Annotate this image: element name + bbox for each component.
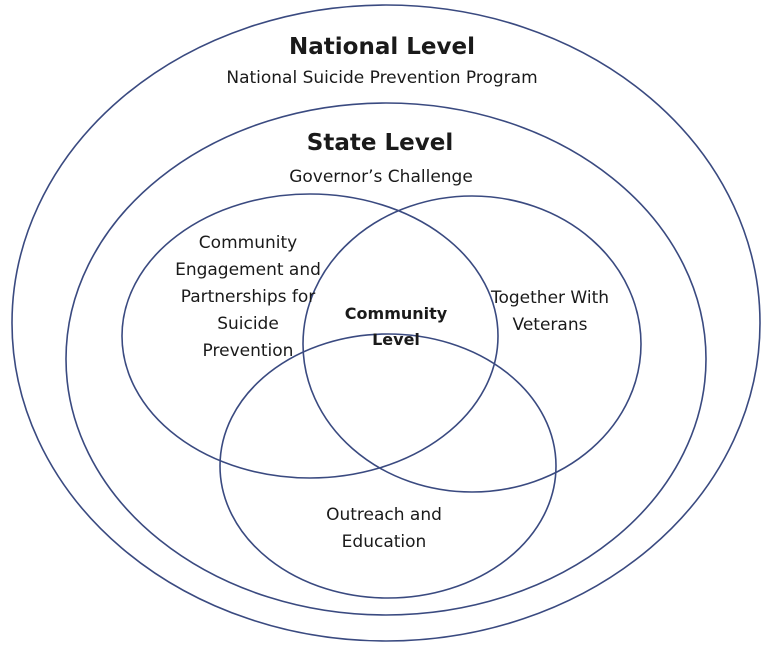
outreach-circle-label: Outreach and Education	[326, 502, 442, 556]
community-level-line: Community	[344, 304, 448, 323]
veterans-circle-label: Together With Veterans	[491, 285, 609, 339]
outreach-label-line: Education	[341, 532, 427, 552]
outreach-circle	[219, 333, 557, 599]
engagement-circle-label: Community Engagement and Partnerships fo…	[175, 230, 321, 365]
national-level-subtitle: National Suicide Prevention Program	[226, 68, 538, 88]
engagement-label-line: Prevention	[202, 341, 294, 361]
engagement-label-line: Suicide	[217, 314, 279, 334]
veterans-label-line: Together With	[490, 288, 610, 308]
state-level-ring	[65, 102, 707, 616]
outreach-label-line: Outreach and	[326, 505, 442, 525]
national-level-ring	[11, 4, 761, 642]
engagement-label-line: Engagement and	[175, 260, 321, 280]
state-level-subtitle: Governor’s Challenge	[289, 167, 473, 187]
engagement-label-line: Community	[198, 233, 298, 253]
national-level-title: National Level	[289, 34, 475, 60]
community-level-line: Level	[372, 330, 420, 349]
veterans-label-line: Veterans	[512, 315, 588, 335]
veterans-circle	[302, 195, 642, 493]
state-level-title: State Level	[306, 130, 454, 156]
community-level-title: Community Level	[345, 301, 447, 353]
engagement-circle	[121, 193, 499, 479]
engagement-label-line: Partnerships for	[180, 287, 316, 307]
